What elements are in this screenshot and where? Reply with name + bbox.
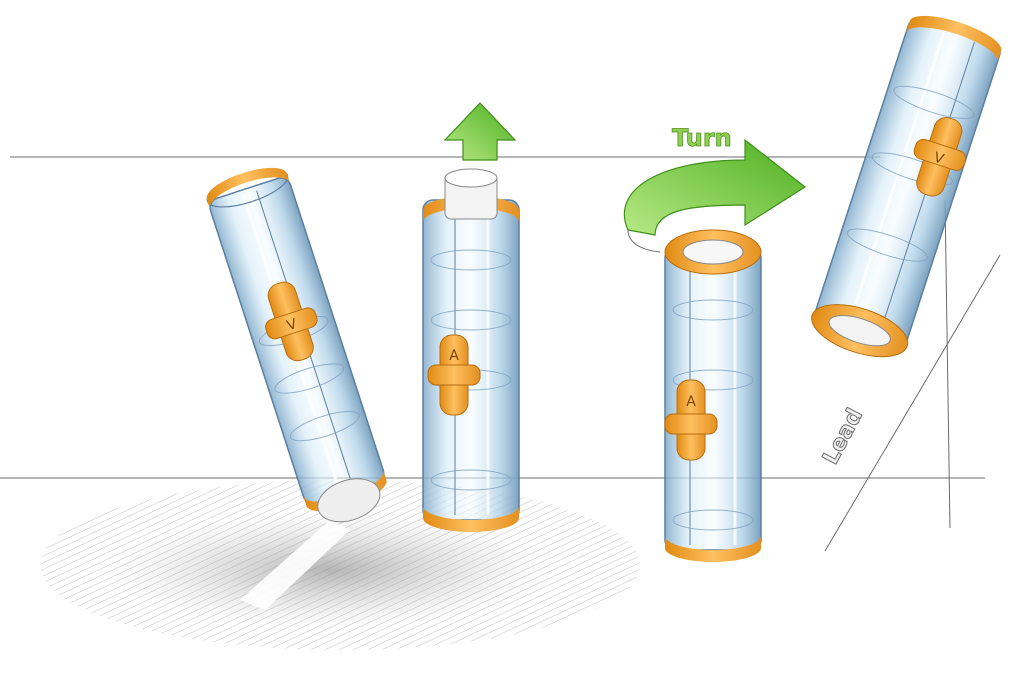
marker-label: A [686,394,696,410]
turn-arrow-icon [623,138,807,253]
lead-label: Lead [818,405,868,469]
cylinder-1: V [206,167,387,523]
slider-knob-2: A [427,334,481,416]
slider-knob-3: A [664,379,718,461]
slider-knob-4: V [913,117,967,197]
cylinder-4: V [811,15,1002,358]
up-arrow-icon [443,102,517,161]
slider-knob-1: V [265,281,318,362]
cylinder-2: A [422,168,520,532]
turn-label: Turn [672,124,732,152]
marker-label: A [449,348,459,364]
cylinder-3: A [664,229,762,562]
perspective-guides [0,156,1001,552]
